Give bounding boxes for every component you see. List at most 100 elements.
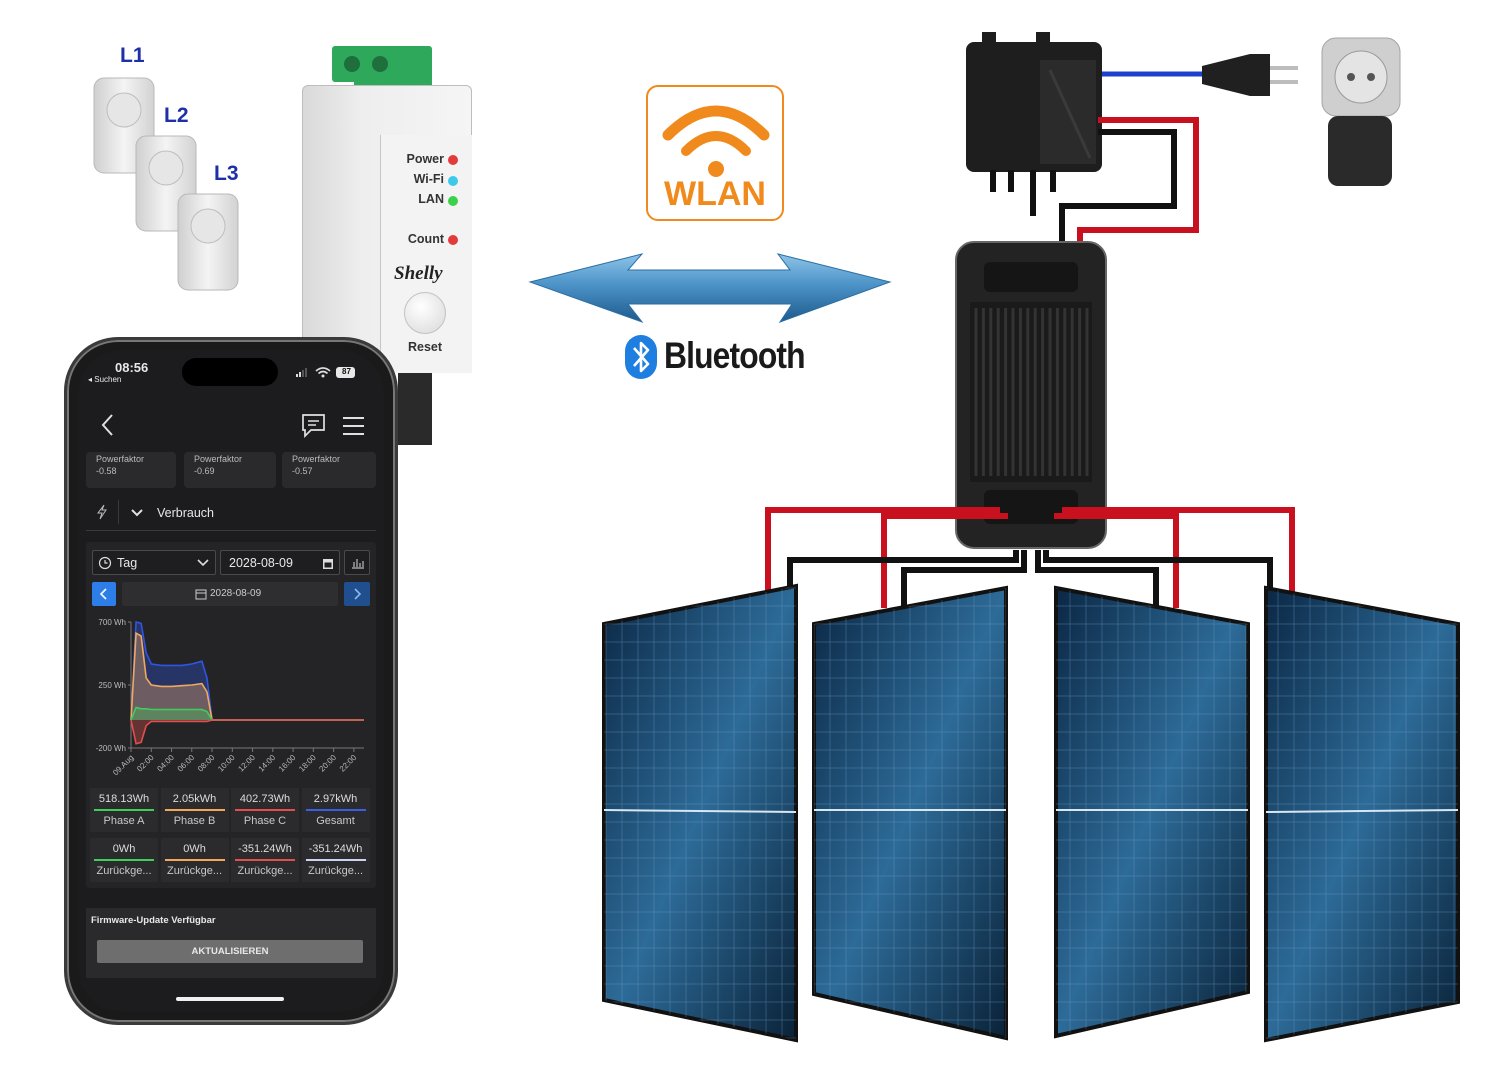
power-factor-card-a: Powerfaktor -0.58: [86, 452, 176, 488]
clamp-sensor-icons: [80, 70, 260, 300]
power-factor-value: -0.57: [292, 466, 313, 476]
tile-label: Gesamt: [302, 815, 370, 827]
bar-chart-icon: [351, 557, 365, 569]
tile-label: Phase C: [231, 815, 299, 827]
prev-day-button[interactable]: [92, 582, 116, 606]
tile-color-bar: [235, 859, 295, 861]
status-back-app[interactable]: ◂ Suchen: [88, 375, 121, 384]
power-factor-value: -0.69: [194, 466, 215, 476]
optimizer-box-icon: [956, 242, 1106, 548]
tile-color-bar: [235, 809, 295, 811]
micro-inverter-icon: [966, 32, 1102, 216]
x-tick-label: 22:00: [338, 753, 359, 774]
shelly-lan-label: LAN: [390, 192, 444, 206]
home-indicator[interactable]: [176, 997, 284, 1001]
x-tick-label: 18:00: [297, 753, 318, 774]
tile-value: 0Wh: [161, 843, 229, 855]
tile-color-bar: [165, 859, 225, 861]
update-button-label: AKTUALISIEREN: [97, 946, 363, 957]
lan-led-icon: [448, 196, 458, 206]
y-tick-label: -200 Wh: [96, 744, 126, 753]
chevron-left-icon: [99, 588, 109, 600]
shelly-brand-logo: Shelly: [394, 263, 443, 285]
tile-label: Phase B: [161, 815, 229, 827]
date-input[interactable]: 2028-08-09: [220, 550, 340, 575]
period-select[interactable]: Tag: [92, 550, 216, 575]
shelly-reset-label: Reset: [408, 340, 442, 354]
chat-icon[interactable]: [300, 412, 328, 440]
battery-level: 87: [338, 367, 355, 376]
power-factor-value: -0.58: [96, 466, 117, 476]
power-factor-label: Powerfaktor: [292, 454, 340, 464]
power-led-icon: [448, 155, 458, 165]
x-tick-label: 12:00: [236, 753, 257, 774]
chevron-down-icon[interactable]: [130, 508, 144, 518]
tile-label: Zurückge...: [231, 865, 299, 877]
solar-panel-1-icon: [604, 586, 796, 1040]
tile-color-bar: [306, 809, 366, 811]
tile-value: 2.05kWh: [161, 793, 229, 805]
tile-label: Zurückge...: [302, 865, 370, 877]
tile-value: -351.24Wh: [231, 843, 299, 855]
status-time: 08:56: [115, 360, 148, 375]
divider: [86, 530, 376, 531]
count-led-icon: [448, 235, 458, 245]
shelly-wifi-label: Wi-Fi: [390, 172, 444, 186]
solar-panel-2-icon: [814, 588, 1006, 1038]
chevron-right-icon: [353, 588, 363, 600]
firmware-title: Firmware-Update Verfügbar: [91, 915, 216, 926]
dynamic-island: [182, 358, 278, 386]
x-tick-label: 04:00: [155, 753, 176, 774]
divider: [118, 500, 119, 524]
date-display[interactable]: 2028-08-09: [122, 582, 338, 606]
schuko-plug-icon: [1202, 54, 1298, 96]
menu-icon[interactable]: [342, 416, 366, 436]
date-input-value: 2028-08-09: [229, 556, 293, 570]
x-tick-label: 09.Aug: [111, 753, 135, 777]
calendar-icon: [322, 557, 334, 570]
y-tick-label: 700 Wh: [98, 618, 126, 627]
shelly-count-label: Count: [390, 232, 444, 246]
period-select-value: Tag: [117, 556, 137, 570]
x-tick-label: 06:00: [176, 753, 197, 774]
x-tick-label: 16:00: [277, 753, 298, 774]
x-tick-label: 08:00: [196, 753, 217, 774]
update-button[interactable]: AKTUALISIEREN: [97, 940, 363, 963]
firmware-card: Firmware-Update Verfügbar AKTUALISIEREN: [86, 908, 376, 978]
power-factor-card-b: Powerfaktor -0.69: [184, 452, 276, 488]
x-tick-label: 20:00: [317, 753, 338, 774]
phone-screen: 08:56 ◂ Suchen 87 Powerfaktor -0.58 Powe…: [78, 350, 384, 1012]
tile-value: 0Wh: [90, 843, 158, 855]
clock-icon: [98, 556, 112, 570]
reset-button[interactable]: [404, 292, 446, 334]
tile-color-bar: [94, 809, 154, 811]
shelly-front-panel: [380, 135, 472, 373]
tile-label: Zurückge...: [161, 865, 229, 877]
outdoor-socket-icon: [1322, 38, 1400, 186]
date-display-value: 2028-08-09: [210, 588, 261, 599]
tile-color-bar: [165, 809, 225, 811]
section-title[interactable]: Verbrauch: [157, 506, 214, 520]
tile-value: 2.97kWh: [302, 793, 370, 805]
chart-type-button[interactable]: [344, 550, 370, 575]
solar-panel-4-icon: [1266, 588, 1458, 1040]
tile-label: Zurückge...: [90, 865, 158, 877]
series-area-3: [131, 720, 364, 744]
wifi-icon: [316, 368, 330, 378]
x-tick-label: 02:00: [135, 753, 156, 774]
calendar-icon: [195, 588, 207, 600]
back-chevron-icon[interactable]: [100, 412, 116, 438]
power-factor-label: Powerfaktor: [194, 454, 242, 464]
next-day-button[interactable]: [344, 582, 370, 606]
y-tick-label: 250 Wh: [98, 681, 126, 690]
shelly-rail-clip: [398, 373, 432, 445]
